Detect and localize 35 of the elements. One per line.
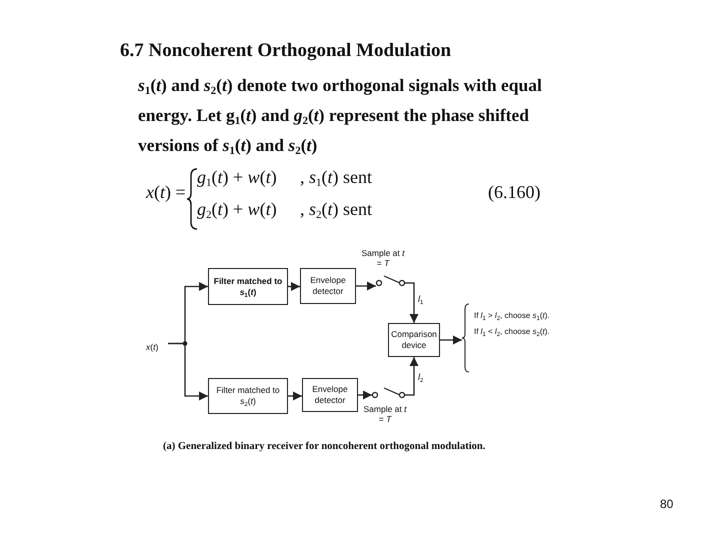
- block-box: [388, 323, 440, 357]
- arrow: [409, 282, 419, 323]
- input-signal-label: x(t): [144, 342, 160, 352]
- block-label: Comparison device: [390, 329, 438, 351]
- arrow: [440, 335, 462, 345]
- block-box: [208, 378, 288, 414]
- arrow: [356, 281, 376, 291]
- block-box: [300, 268, 356, 304]
- block-label: Envelope detector: [309, 275, 347, 297]
- block-box: [208, 268, 288, 305]
- figure-caption: (a) Generalized binary receiver for noncoherent orthogonal modulation.: [163, 441, 486, 452]
- sample-time-label: Sample at t = T: [362, 404, 408, 424]
- equation-term: g$_{1}$(t) + w(t): [197, 167, 277, 188]
- decision-rule: If l$_{1}$ > l$_{2}$, choose s$_{1}$(t).: [474, 311, 551, 321]
- block-label: Filter matched to s$_{1}$(t): [212, 276, 284, 298]
- equation-condition: , s$_{1}$(t) sent: [300, 167, 372, 188]
- equation-condition: , s$_{2}$(t) sent: [300, 199, 372, 220]
- page-number: 80: [660, 497, 674, 511]
- block-box: [302, 378, 358, 412]
- edge-label: l$_{1}$: [418, 294, 424, 304]
- decision-rule: If l$_{1}$ < l$_{2}$, choose s$_{2}$(t).: [474, 327, 551, 337]
- equation-term: g$_{2}$(t) + w(t): [197, 199, 277, 220]
- arrow: [409, 357, 419, 396]
- slide-heading: 6.7 Noncoherent Orthogonal Modulation: [120, 40, 452, 62]
- edge-label: l$_{2}$: [418, 372, 424, 382]
- paragraph: s$_{1}$(t) and s$_{2}$(t) denote two orthogonal signals with equal energy. Let g$_{1}$(t) and g$_{2}$(t) represent the phase shifted versions of s$_{1}$(t) and s$_{2}$(t): [138, 74, 543, 159]
- arrow: [288, 391, 302, 401]
- block-label: Envelope detector: [311, 384, 349, 406]
- block-label: Filter matched to s$_{2}$(t): [215, 385, 281, 407]
- equation-lhs: x(t) =: [146, 182, 186, 203]
- arrow: [358, 390, 372, 400]
- equation-number: (6.160): [488, 182, 540, 203]
- arrow: [288, 282, 300, 292]
- arrow: [168, 342, 208, 401]
- sample-time-label: Sample at t = T: [360, 248, 406, 268]
